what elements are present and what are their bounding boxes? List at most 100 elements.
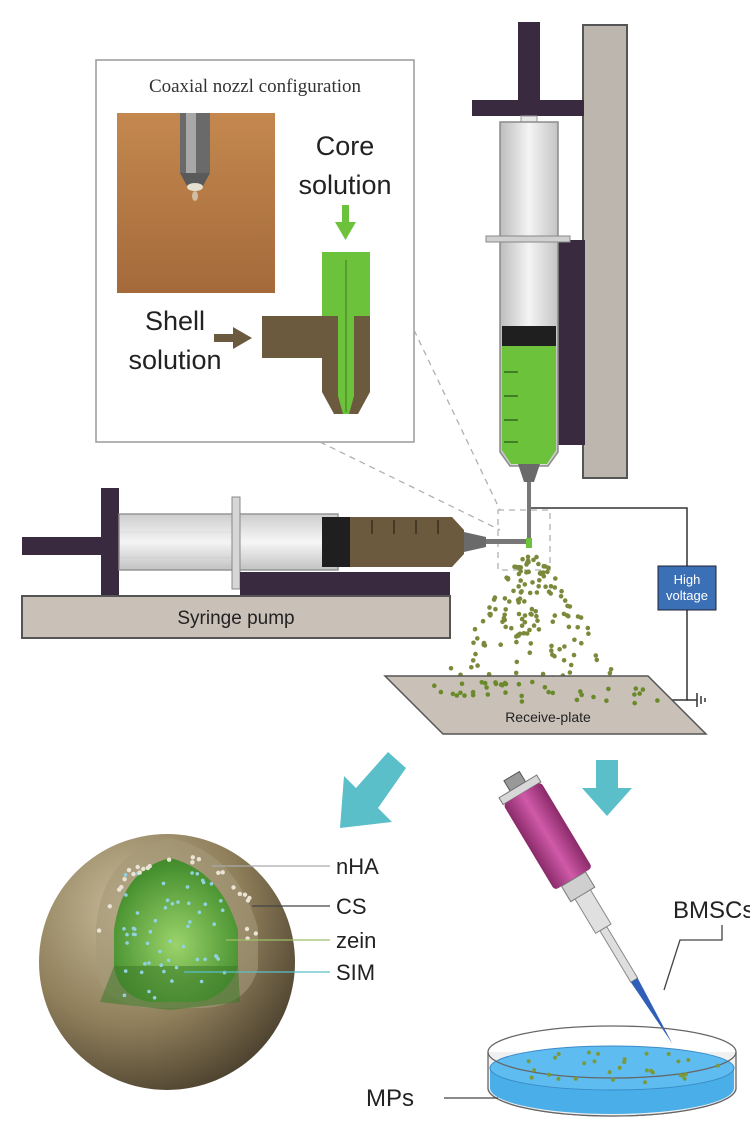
particle-dot [550,652,555,657]
particle-dot [514,659,520,665]
particle-dot [166,857,172,862]
particle-dot [561,658,567,663]
coaxial-nozzle-inset: Coaxial nozzl configuration Core solutio… [95,59,415,443]
arrow-right-icon [214,327,252,349]
core-solution-label-1: Core [316,131,375,161]
particle-dot [242,892,248,897]
particle-dot [556,1052,561,1056]
particle-dot [525,554,531,560]
particle-dot [611,1077,615,1082]
particle-dot [482,643,488,648]
particle-dot [632,700,637,706]
particle-dot [571,652,577,658]
particle-dot [540,671,546,677]
particle-dot [187,901,191,906]
particle-dot [122,927,126,931]
particle-dot [520,556,525,562]
particle-dot [686,1058,691,1062]
particle-dot [147,961,151,965]
particle-dot [528,611,533,617]
particle-dot [458,690,463,696]
particle-dot [549,648,554,653]
particle-dot [530,580,535,585]
particle-dot [682,1076,687,1081]
pump-base [21,595,451,639]
particle-dot [159,963,163,967]
particle-dot [165,898,170,903]
particle-dot [586,1050,591,1055]
particle-dot [470,658,476,663]
particle-dot [174,965,179,970]
particle-dot [122,877,127,882]
particle-dot [592,1059,597,1064]
particle-dot [655,698,660,703]
particle-dot [579,640,584,646]
particle-dot [125,932,129,937]
particle-dot [557,647,562,652]
particle-dot [514,634,519,639]
layer-label-sim: SIM [336,960,375,985]
particle-dot [527,650,533,655]
particle-dot [137,870,142,875]
particle-dot [131,932,136,937]
particle-dot [135,911,140,915]
particle-dot [527,590,533,596]
particle-dot [532,1068,537,1073]
particle-dot [607,1070,612,1075]
particle-dot [135,864,140,870]
particle-dot [529,606,535,612]
particle-dot [681,1073,685,1078]
inset-title: Coaxial nozzl configuration [149,76,362,97]
particle-dot [145,865,150,871]
particle-dot [633,686,639,691]
particle-dot [514,639,519,645]
particle-dot [131,871,136,877]
particle-dot [498,642,504,647]
particle-dot [522,613,528,618]
particle-dot [622,1060,627,1065]
particle-dot [531,557,536,563]
particle-dot [203,902,208,906]
particle-dot [503,690,508,695]
particle-dot [480,618,486,624]
particle-dot [502,596,508,601]
particle-dot [537,571,543,576]
particle-dot [607,670,613,676]
zoom-guides [319,329,551,571]
particle-dot [606,686,611,692]
particle-dot [475,636,480,641]
particle-dot [507,599,512,604]
particle-dot [153,918,158,923]
receive-plate: Receive-plate [383,675,708,735]
particle-dot [550,619,556,624]
particle-dot [527,627,532,633]
particle-dot [617,1065,622,1070]
particle-dot [562,644,567,649]
particle-dot [553,576,558,581]
particle-dot [162,969,166,974]
particle-dot [716,1063,720,1068]
particle-dot [176,900,180,904]
arrow-down-left-icon [340,752,406,828]
arrow-down-icon [335,205,356,240]
particle-dot [219,899,223,903]
particle-dot [516,681,522,687]
particle-dot [608,667,614,672]
particle-dot [516,611,522,617]
particle-dot [502,617,508,623]
particle-dot [632,692,637,697]
particle-dot [471,640,476,646]
particle-dot [504,575,509,580]
particle-dot [166,958,171,963]
particle-dot [676,1059,681,1064]
particle-dot [244,926,250,932]
particle-dot [536,627,542,632]
particle-dot [516,584,521,589]
particle-dot [148,929,153,934]
particle-dot [528,641,534,646]
particle-dot [562,598,568,603]
particle-dot [170,901,175,906]
particle-dot [203,957,207,962]
particle-dot [516,565,521,570]
shell-solution-label-1: Shell [145,306,205,336]
